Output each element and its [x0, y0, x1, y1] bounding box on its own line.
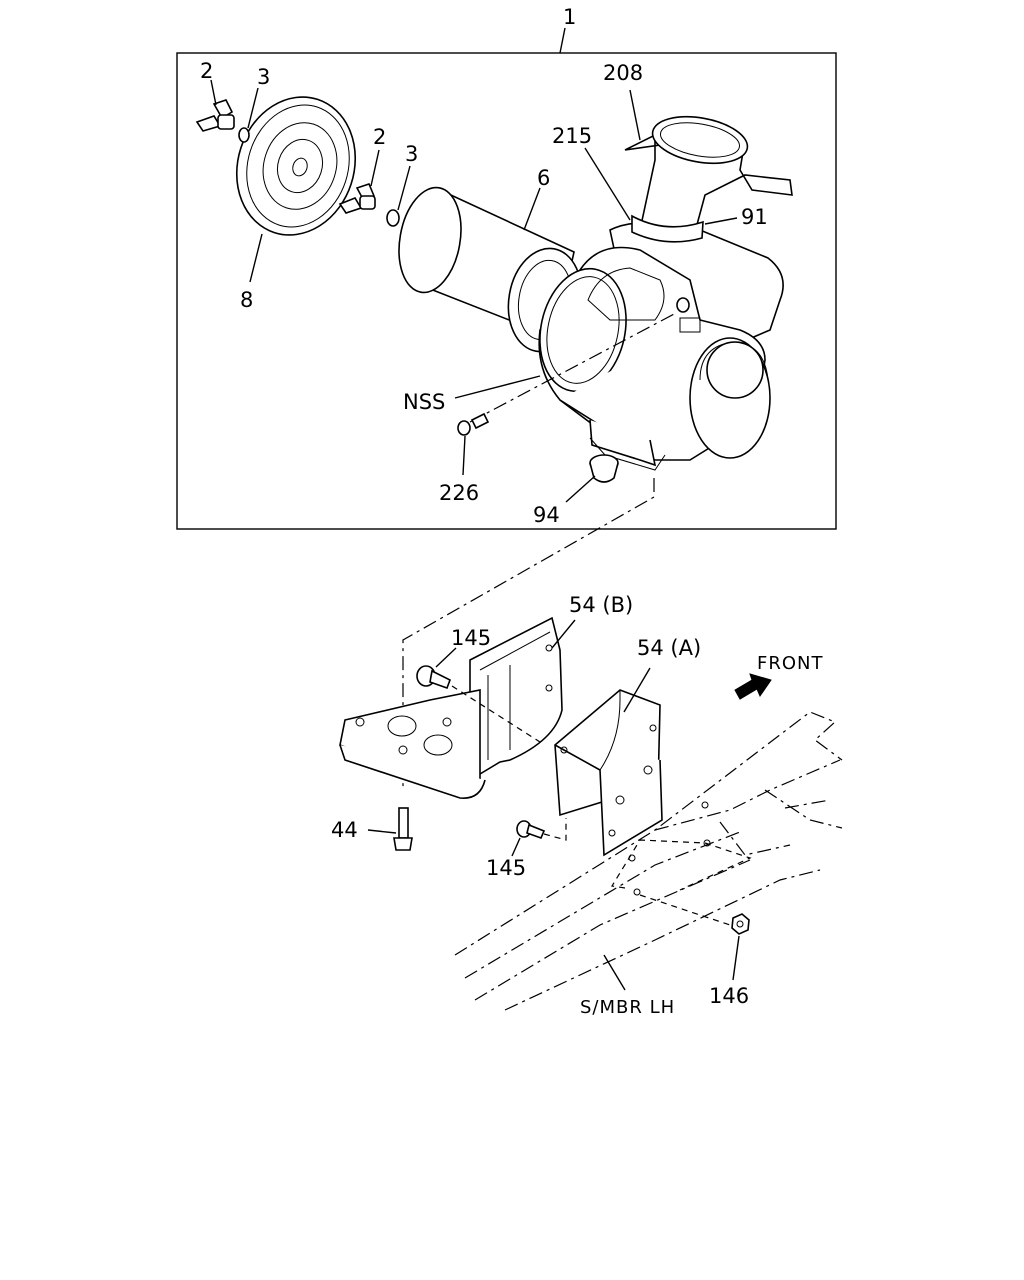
label-nut-146: 146 — [709, 984, 749, 1008]
wing-bolt-right — [338, 183, 376, 214]
label-washer-top: 3 — [257, 65, 270, 89]
bolt-44 — [393, 807, 413, 851]
label-valve-94: 94 — [533, 503, 560, 527]
label-bolt-145-bottom: 145 — [486, 856, 526, 880]
air-cleaner-body — [538, 221, 784, 471]
bracket-54b — [339, 616, 563, 799]
label-side-member: S/MBR LH — [580, 997, 675, 1018]
label-bolt-44: 44 — [331, 818, 358, 842]
label-clamp-215: 215 — [552, 124, 592, 148]
air-cleaner-cover — [235, 96, 357, 236]
wing-bolt-top — [195, 99, 235, 132]
label-outlet-duct: 208 — [603, 61, 643, 85]
outlet-duct — [624, 115, 793, 243]
washer-right — [386, 209, 400, 227]
washer-top — [238, 127, 250, 143]
bolt-145-bottom — [516, 820, 546, 840]
label-wing-bolt-right: 2 — [373, 125, 386, 149]
label-washer-right: 3 — [405, 142, 418, 166]
label-bolt-145-top: 145 — [451, 626, 491, 650]
vacuator-valve — [589, 454, 619, 483]
label-nss: NSS — [403, 390, 445, 414]
label-front: FRONT — [757, 653, 824, 674]
label-assembly: 1 — [563, 5, 576, 29]
label-bracket-a: 54 (A) — [637, 636, 701, 660]
side-member-frame — [454, 711, 843, 1011]
label-clamp-91: 91 — [741, 205, 768, 229]
label-bracket-b: 54 (B) — [569, 593, 633, 617]
bracket-54a — [554, 689, 663, 857]
label-wing-bolt-top: 2 — [200, 59, 213, 83]
bolt-145-top — [416, 665, 452, 690]
label-filter-element: 6 — [537, 166, 550, 190]
nut-146 — [731, 913, 750, 935]
label-cover: 8 — [240, 288, 253, 312]
bolt-226 — [457, 412, 490, 436]
front-arrow-icon — [734, 673, 772, 700]
assembly-frame — [176, 52, 837, 530]
label-bolt-226: 226 — [439, 481, 479, 505]
